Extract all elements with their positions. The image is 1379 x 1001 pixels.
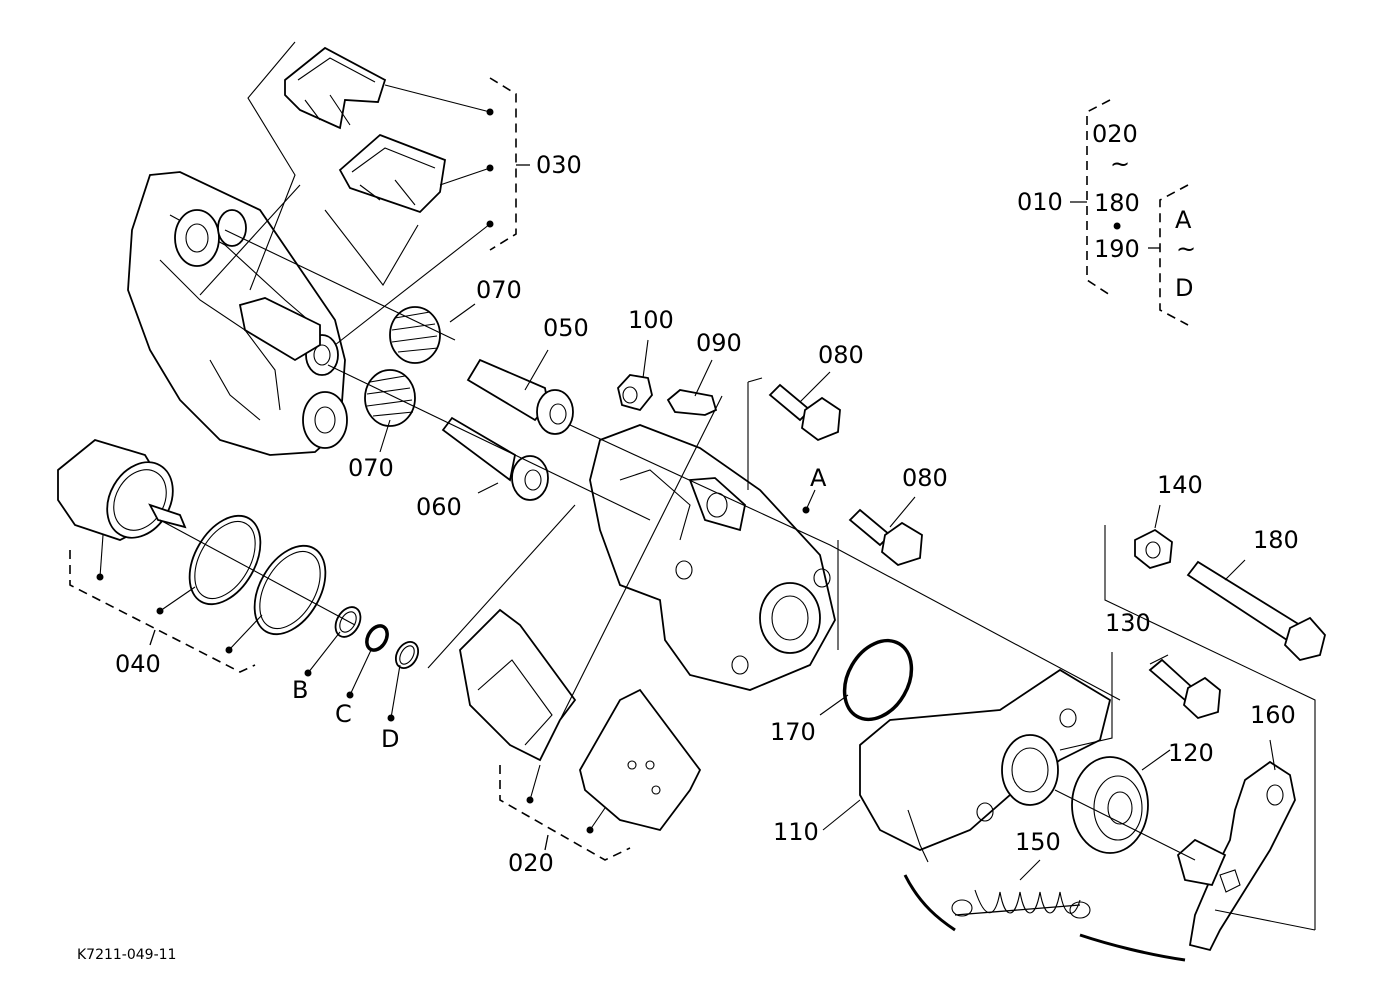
callout-070-lower: 070 [348,454,394,482]
cam-arm-160 [1176,760,1296,952]
legend-dot: • [1110,213,1124,241]
bleeder-screw-and-cap [617,374,718,416]
callout-130: 130 [1105,609,1151,637]
small-rings-b-c-d [334,606,420,670]
nut-140 [1134,528,1173,569]
callout-080-upper: 080 [818,341,864,369]
legend-sub-tilde: ~ [1176,235,1196,263]
axis-lines [159,229,1196,861]
legend-extra-190: 190 [1094,235,1140,263]
legend-range-end: 180 [1094,189,1140,217]
slide-pin-boots [364,306,441,427]
callout-dots [96,108,810,834]
callout-150: 150 [1015,828,1061,856]
legend-sub-end: D [1175,274,1193,302]
return-spring-150 [903,874,1186,962]
pad-spring-clips [284,46,447,214]
callout-030: 030 [536,151,582,179]
bearing-120 [1071,756,1149,854]
leader-lines [99,41,1316,931]
piston-seal-rings [188,514,327,636]
callout-110: 110 [773,818,819,846]
ref-d: D [381,725,399,753]
figure-code: K7211-049-11 [77,947,176,963]
ref-a: A [810,464,827,492]
bolt-130 [1148,658,1221,720]
caliper-piston [57,439,187,541]
legend-range-start: 020 [1092,120,1138,148]
legend-parent-010: 010 [1017,188,1063,216]
callout-020: 020 [508,849,554,877]
callout-070-upper: 070 [476,276,522,304]
caliper-bracket [127,171,348,456]
callout-170: 170 [770,718,816,746]
caliper-body [589,424,836,691]
callout-050: 050 [543,314,589,342]
callout-140: 140 [1157,471,1203,499]
o-ring-170 [842,638,914,722]
callout-080-lower: 080 [902,464,948,492]
mounting-bolts [768,383,923,567]
callout-180: 180 [1253,526,1299,554]
callout-160: 160 [1250,701,1296,729]
legend-sub-start: A [1175,206,1192,234]
ref-c: C [335,700,352,728]
callout-120: 120 [1168,739,1214,767]
callout-090: 090 [696,329,742,357]
callout-labels: 030 070 070 050 060 100 090 080 080 A 04… [115,151,1299,877]
parking-brake-lever [859,668,1112,863]
dashed-brackets [69,77,1189,861]
brake-pads [459,608,702,832]
callout-060: 060 [416,493,462,521]
assembly-legend: 010 020 ~ 180 • 190 A ~ D [1017,120,1196,302]
ref-b: B [292,676,308,704]
callout-040: 040 [115,650,161,678]
legend-tilde: ~ [1110,150,1130,178]
bolt-180 [1186,560,1326,661]
callout-100: 100 [628,306,674,334]
